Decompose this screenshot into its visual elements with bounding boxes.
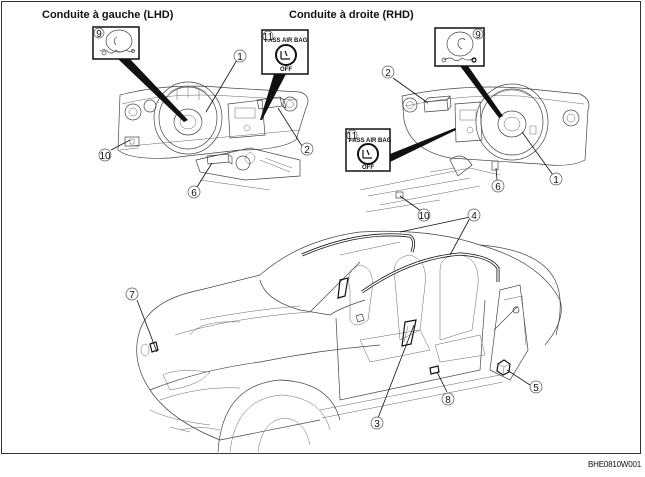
rhd-steering-wheel [475,83,549,161]
lhd-clock-spring-inset [92,26,188,122]
svg-text:8: 8 [445,395,451,406]
pass-airbag-text-rhd: PASS AIR BAG [349,138,392,144]
figure-code: BHE0810W001 [588,460,641,469]
rhd-deactivation-switch [395,191,404,199]
callout-rhd-6: 6 [491,179,505,193]
callout-lhd-6: 6 [187,185,201,199]
callout-rhd-10: 10 [417,208,431,222]
lhd-callouts: 9 11 1 2 10 6 [93,27,314,199]
svg-text:5: 5 [533,383,539,394]
figure-frame [1,1,641,454]
rhd-dashboard [359,83,590,213]
rear-sensor [496,359,511,376]
lhd-steering-wheel [153,81,223,155]
car-callouts: 4 7 3 8 5 [125,208,543,430]
svg-text:11: 11 [263,32,274,43]
svg-text:4: 4 [471,211,477,222]
callout-lhd-1: 1 [233,49,247,63]
callout-lhd-2: 2 [300,142,314,156]
pass-airbag-text: PASS AIR BAG [265,38,308,44]
rhd-callouts: 9 2 11 1 6 10 [346,28,563,222]
svg-text:1: 1 [553,175,559,186]
callout-lhd-11: 11 [262,30,274,43]
rhd-passenger-airbag [423,99,449,113]
rhd-sas-unit [491,160,499,171]
callout-car-7: 7 [125,287,139,301]
callout-lhd-9: 9 [93,27,105,40]
front-crash-sensor [149,341,159,353]
svg-text:11: 11 [347,131,358,142]
callout-car-8: 8 [441,392,455,406]
side-crash-sensor [429,365,440,375]
heading-lhd: Conduite à gauche (LHD) [42,9,174,21]
callout-car-3: 3 [370,416,384,430]
svg-text:2: 2 [385,68,391,79]
lhd-pass-airbag-off-inset: PASS AIR BAG OFF [260,29,309,120]
side-airbags [337,277,417,347]
off-text-rhd: OFF [362,165,374,171]
callout-rhd-9: 9 [472,28,484,41]
svg-text:7: 7 [129,290,135,301]
callout-rhd-11: 11 [346,129,358,142]
svg-text:6: 6 [495,182,501,193]
callout-rhd-2: 2 [381,65,395,79]
lhd-dashboard [117,81,309,191]
lhd-sas-unit [206,153,230,165]
off-text: OFF [280,67,292,73]
svg-text:9: 9 [475,30,481,41]
rhd-pass-airbag-off-inset: PASS AIR BAG OFF [345,128,456,172]
callout-car-4: 4 [467,208,481,222]
svg-text:3: 3 [374,419,380,430]
svg-text:10: 10 [99,151,111,162]
heading-rhd: Conduite à droite (RHD) [289,9,414,21]
lhd-deactivation-switch [124,136,140,147]
callout-rhd-1: 1 [549,172,563,186]
callout-lhd-10: 10 [98,148,112,162]
callout-car-5: 5 [529,380,543,394]
car-body [136,230,562,453]
curtain-airbags [301,233,500,294]
svg-text:2: 2 [304,145,310,156]
svg-text:9: 9 [96,29,102,40]
rhd-clock-spring-inset [434,27,503,118]
svg-text:1: 1 [237,52,243,63]
svg-text:10: 10 [418,211,430,222]
svg-text:6: 6 [191,188,197,199]
